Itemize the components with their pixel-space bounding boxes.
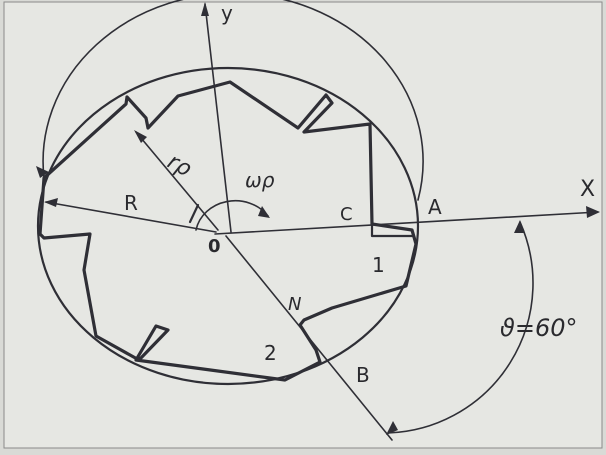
star-wheel-outline	[38, 80, 418, 382]
R-label: R	[124, 191, 138, 215]
radius-R-line	[45, 201, 217, 233]
slot-A	[370, 222, 416, 238]
outer-arc-arrowhead	[36, 166, 49, 178]
A-label: A	[428, 195, 442, 219]
angle-label: ϑ=60°	[500, 314, 578, 342]
line-to-B	[225, 235, 393, 441]
radius-rp-arrowhead	[134, 130, 147, 143]
y-axis-label: y	[221, 1, 233, 25]
omega-arrowhead	[258, 206, 270, 218]
omega-label: ωρ	[245, 168, 275, 192]
slot-2-label: 2	[264, 341, 277, 365]
C-label: C	[340, 204, 353, 225]
outer-rotation-arc	[42, 0, 424, 201]
x-axis-line	[214, 211, 599, 235]
origin-label: 0	[208, 236, 221, 257]
x-axis-label: X	[580, 177, 595, 202]
radius-R-arrowhead	[44, 198, 58, 207]
origin-tick	[188, 203, 200, 224]
omega-arc	[195, 199, 269, 231]
y-axis-line	[204, 3, 232, 233]
angle-arrowhead-bottom	[386, 421, 398, 435]
B-label: B	[356, 363, 370, 387]
angle-arc	[387, 221, 534, 434]
slot-1-label: 1	[372, 253, 385, 277]
paper-background	[3, 1, 603, 449]
N-label: N	[288, 294, 301, 315]
y-axis-arrowhead	[201, 2, 209, 16]
outer-circle	[36, 66, 420, 386]
x-axis-arrowhead	[586, 206, 600, 218]
angle-arrowhead-top	[514, 220, 525, 233]
